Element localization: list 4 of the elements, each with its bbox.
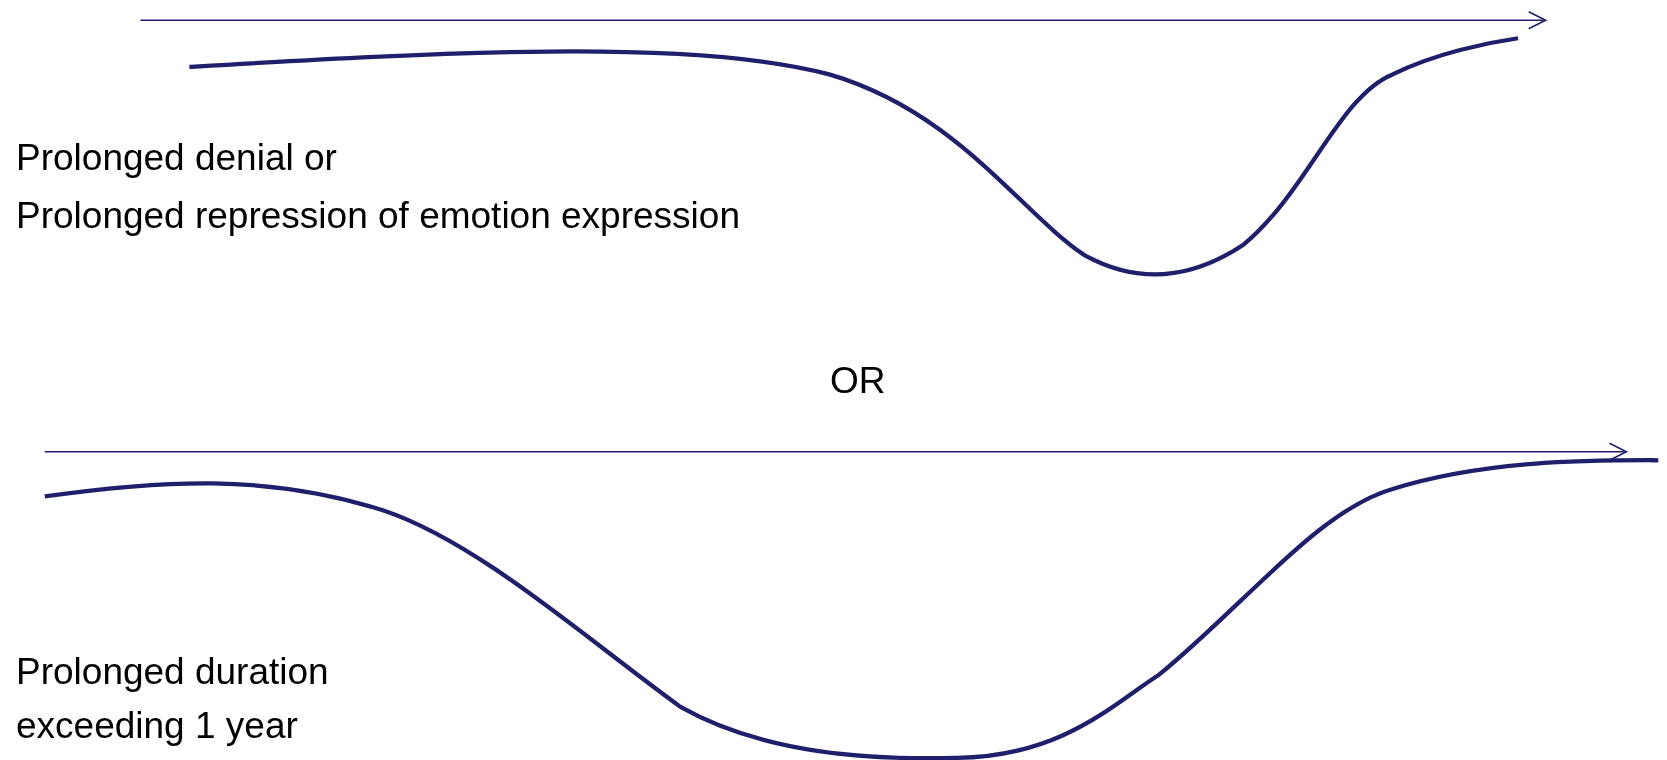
text-label: Prolonged duration exceeding 1 year xyxy=(16,650,330,748)
text-label: OR xyxy=(830,359,886,403)
text-label: Prolonged repression of emotion expression xyxy=(16,194,740,238)
text-label: Prolonged denial or xyxy=(16,136,337,180)
